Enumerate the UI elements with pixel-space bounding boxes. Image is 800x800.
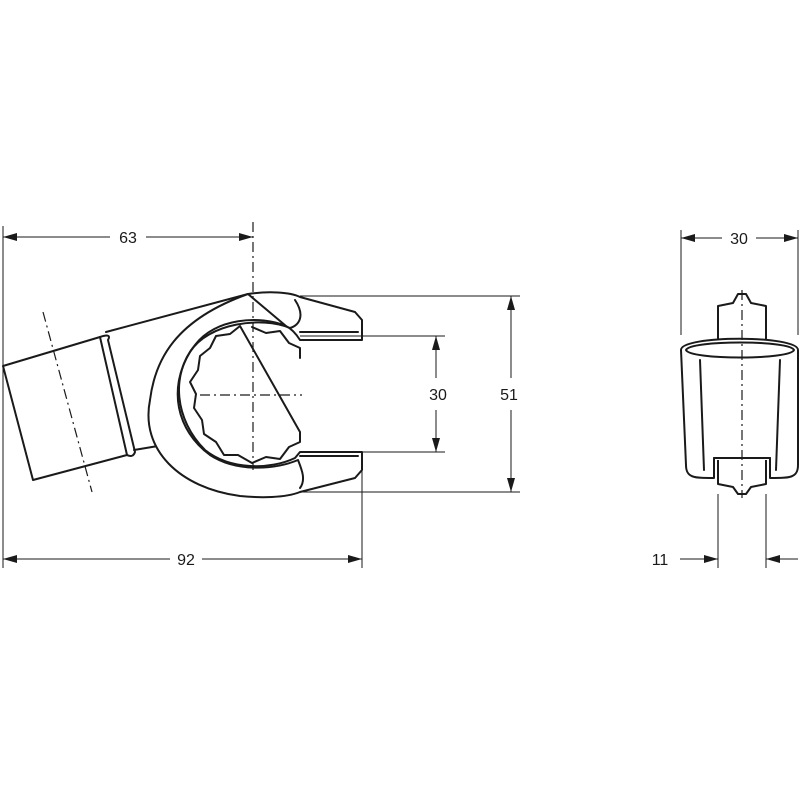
shank-ring: [99, 334, 136, 457]
arrow-51-bottom: [507, 478, 515, 492]
dim-30-opening-label: 30: [429, 387, 447, 404]
side-inner-ellipse: [685, 341, 795, 359]
twelve-point-socket: [189, 325, 301, 464]
side-view: [680, 290, 799, 498]
arrow-63-left: [3, 233, 17, 241]
front-view-dimensions: 63 92 30 51: [2, 226, 520, 569]
side-view-dimensions: 30 11: [652, 230, 799, 569]
arrow-63-right: [239, 233, 253, 241]
head-inner-ring: [176, 299, 305, 489]
arrow-92-left: [3, 555, 17, 563]
dim-11-label: 11: [652, 552, 669, 569]
dim-30-side-label: 30: [730, 231, 748, 248]
arrow-30-side-right: [784, 234, 798, 242]
dim-63-label: 63: [119, 230, 137, 247]
shank-center-line: [42, 311, 93, 493]
side-inner-lines: [699, 359, 781, 471]
dim-92-label: 92: [177, 552, 195, 569]
arrow-11-left: [704, 555, 718, 563]
side-body: [680, 337, 799, 479]
front-view: [2, 222, 363, 499]
arrow-51-top: [507, 296, 515, 310]
arrow-92-right: [348, 555, 362, 563]
arrow-30-top: [432, 336, 440, 350]
arrow-30-side-left: [681, 234, 695, 242]
arrow-30-bottom: [432, 438, 440, 452]
dim-51-label: 51: [500, 387, 518, 404]
shank: [2, 336, 128, 481]
neck: [105, 293, 249, 451]
arrow-11-right: [766, 555, 780, 563]
